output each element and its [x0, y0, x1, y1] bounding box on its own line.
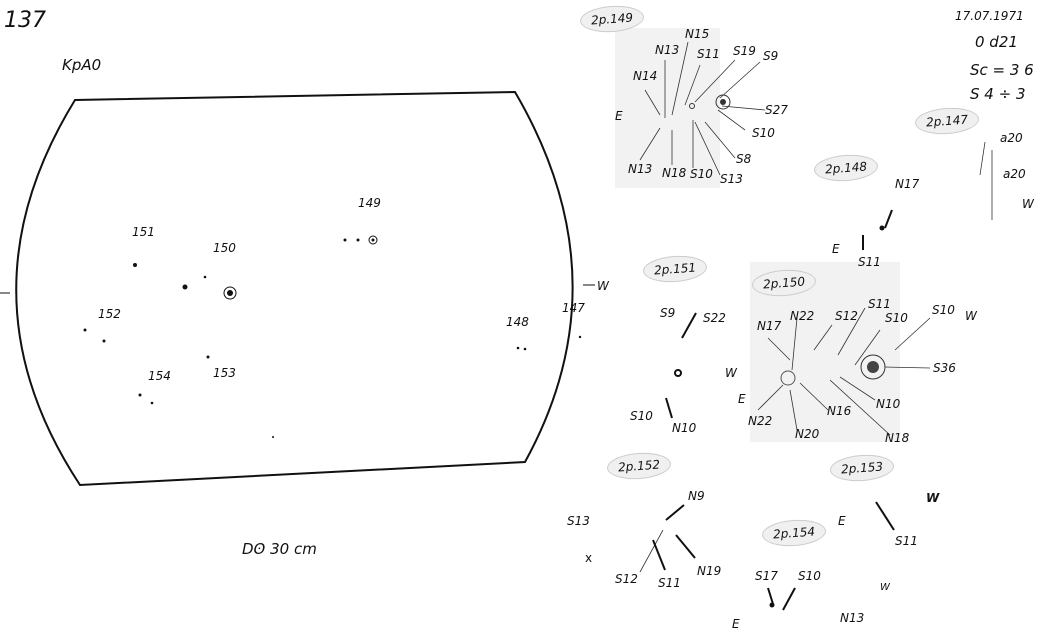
observation-date: 17.07.1971	[955, 9, 1024, 23]
spot-label: N17	[757, 319, 782, 333]
disk-scale: Dʘ 30 cm	[242, 540, 317, 558]
spot-label: S10	[752, 126, 775, 140]
east-marker: E	[615, 109, 623, 123]
detail-spot-marks	[652, 209, 895, 611]
disk-group-149: 149	[358, 196, 381, 210]
spot-label: N22	[748, 414, 773, 428]
spot-label: S11	[697, 47, 720, 61]
spot-label: S9	[763, 49, 779, 63]
spot-label: S12	[835, 309, 858, 323]
spot-label: N19	[697, 564, 722, 578]
west-marker: W	[965, 309, 977, 323]
west-marker: W	[880, 582, 890, 593]
detail-pointer-lines	[639, 41, 993, 573]
spot-label: S13	[720, 172, 743, 186]
spot-label: N18	[885, 431, 910, 445]
spot-label: S22	[703, 311, 726, 325]
disk-group-148: 148	[506, 315, 529, 329]
spot-label: N10	[876, 397, 901, 411]
disk-west-label: W	[597, 279, 609, 293]
spot-label: S8	[736, 152, 752, 166]
spot-label: S17	[755, 569, 778, 583]
detail-spots	[674, 94, 886, 608]
east-marker: E	[832, 242, 840, 256]
east-marker: E	[732, 617, 740, 631]
detail-shade	[615, 28, 720, 188]
east-marker: E	[838, 514, 846, 528]
spot-label: S12	[615, 572, 638, 586]
spot-label: S13	[567, 514, 590, 528]
spot-label: S19	[733, 44, 756, 58]
west-marker: W	[926, 491, 940, 505]
spot-label: N10	[672, 421, 697, 435]
disk-group-151: 151	[132, 225, 155, 239]
disk-group-154: 154	[148, 369, 171, 383]
spot-label: N14	[633, 69, 658, 83]
east-marker: x	[585, 551, 593, 565]
spot-label: S11	[858, 255, 881, 269]
spot-label: S36	[933, 361, 956, 375]
spot-label: N20	[795, 427, 820, 441]
west-marker: W	[1022, 197, 1034, 211]
spot-label: S10	[932, 303, 955, 317]
disk-group-147: 147	[562, 301, 585, 315]
spot-label: S10	[885, 311, 908, 325]
spot-label: a20	[1000, 131, 1023, 145]
spot-label: S11	[895, 534, 918, 548]
spot-label: a20	[1003, 167, 1026, 181]
spot-label: N17	[895, 177, 920, 191]
spot-label: S10	[798, 569, 821, 583]
disk-spots	[83, 235, 582, 438]
east-marker: E	[738, 392, 746, 406]
instrument-label: KpA0	[62, 56, 102, 74]
sheet-number: 137	[4, 8, 46, 33]
spot-label: N18	[662, 166, 687, 180]
spot-label: S10	[690, 167, 713, 181]
spot-label: S11	[868, 297, 891, 311]
spot-label: S27	[765, 103, 788, 117]
spot-label: N22	[790, 309, 815, 323]
west-marker: W	[725, 366, 737, 380]
spot-label: N15	[685, 27, 710, 41]
disk-group-150: 150	[213, 241, 236, 255]
spot-label: N13	[840, 611, 865, 625]
spot-label: S9	[660, 306, 676, 320]
solar-disk-outline	[15, 90, 574, 487]
s-value: S 4 ÷ 3	[970, 85, 1026, 103]
disk-group-152: 152	[98, 307, 121, 321]
spot-label: S11	[658, 576, 681, 590]
disk-group-153: 153	[213, 366, 236, 380]
spot-label: S10	[630, 409, 653, 423]
spot-label: N9	[688, 489, 705, 503]
spot-label: N13	[655, 43, 680, 57]
seeing-quality: 0 d21	[975, 33, 1018, 51]
spot-label: N16	[827, 404, 852, 418]
sc-value: Sc = 3 6	[970, 61, 1034, 79]
spot-label: N13	[628, 162, 653, 176]
